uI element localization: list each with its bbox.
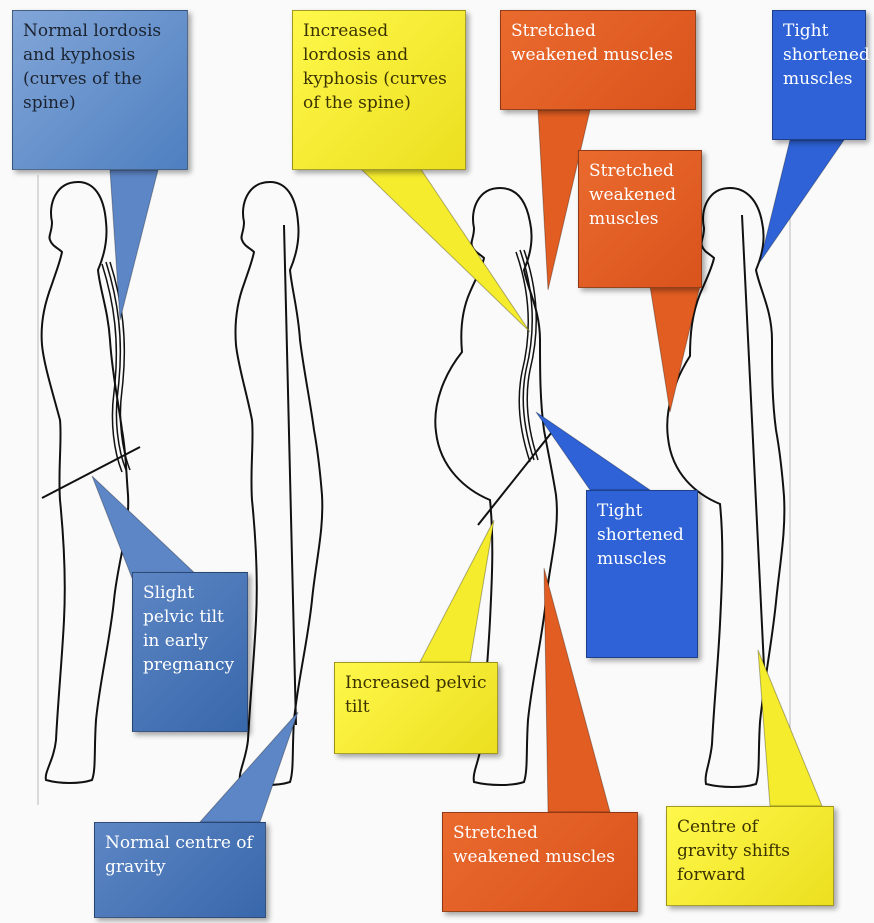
callout-stretched-mid: Stretched weakened muscles [578,150,702,288]
callout-stretched-bottom-text: Stretched weakened muscles [453,823,615,867]
callout-gravity-forward-text: Centre of gravity shifts forward [677,817,790,885]
pointer-increased-tilt [420,520,494,662]
callout-increased-tilt: Increased pelvic tilt [334,662,498,754]
pointer-slight-tilt [92,476,200,578]
callout-normal-curves: Normal lordosis and kyphosis (curves of … [12,10,188,170]
callout-tight-mid-text: Tight shortened muscles [597,501,684,569]
figure-normal-standing [235,182,322,785]
callout-slight-tilt: Slight pelvic tilt in early pregnancy [132,572,248,732]
callout-stretched-mid-text: Stretched weakened muscles [589,161,676,229]
pointer-increased-curves [360,168,530,332]
callout-increased-curves: Increased lordosis and kyphosis (curves … [292,10,466,170]
callout-tight-top: Tight shortened muscles [772,10,866,140]
callout-stretched-bottom: Stretched weakened muscles [442,812,638,912]
callout-tight-top-text: Tight shortened muscles [783,21,870,89]
pointer-tight-top [760,140,844,262]
callout-stretched-top: Stretched weakened muscles [500,10,696,110]
callout-normal-curves-text: Normal lordosis and kyphosis (curves of … [23,21,161,113]
callout-increased-tilt-text: Increased pelvic tilt [345,673,487,717]
callout-slight-tilt-text: Slight pelvic tilt in early pregnancy [143,583,234,675]
pointer-normal-curves [110,170,158,320]
callout-normal-gravity: Normal centre of gravity [94,822,266,918]
callout-stretched-top-text: Stretched weakened muscles [511,21,673,65]
callout-normal-gravity-text: Normal centre of gravity [105,833,253,877]
pointer-stretched-mid [650,286,700,412]
callout-gravity-forward: Centre of gravity shifts forward [666,806,834,906]
callout-increased-curves-text: Increased lordosis and kyphosis (curves … [303,21,447,113]
callout-tight-mid: Tight shortened muscles [586,490,698,658]
